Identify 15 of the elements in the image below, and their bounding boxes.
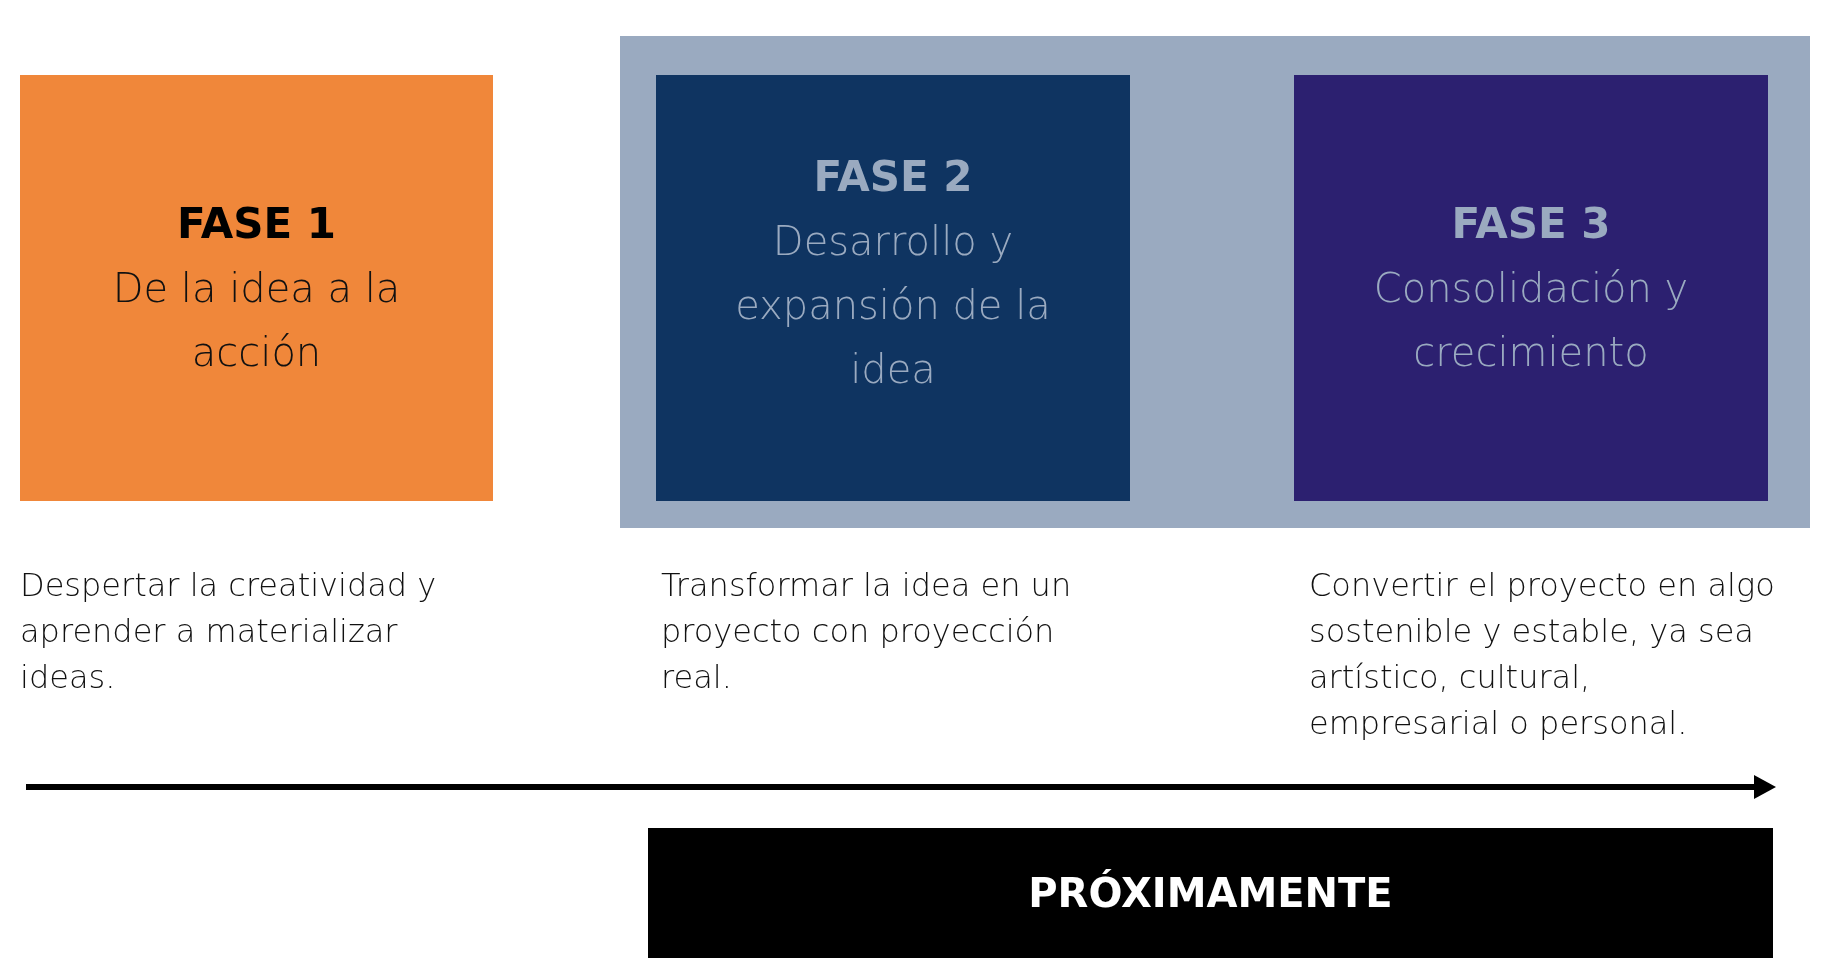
- phase-heading: FASE 2: [813, 151, 973, 203]
- phase-title: De la idea a la acción: [111, 264, 402, 377]
- phase-box: [1294, 75, 1768, 501]
- phase-title: Consolidación y crecimiento: [1372, 264, 1690, 377]
- phase-description: Despertar la creatividad y aprender a materializar ideas.: [20, 565, 438, 698]
- phase-heading: FASE 1: [176, 198, 337, 250]
- banner: [648, 828, 1773, 958]
- background-panel: [620, 36, 1810, 528]
- phase-heading: FASE 3: [1451, 198, 1611, 250]
- banner-text: PRÓXIMAMENTE: [1028, 870, 1393, 916]
- phase-box: [656, 75, 1130, 501]
- phase-description: Transformar la idea en un proyecto con proyección real.: [661, 565, 1073, 698]
- phase-title: Desarrollo y expansión de la idea: [734, 217, 1052, 394]
- phase-box: [20, 75, 493, 501]
- phase-description: Convertir el proyecto en algo sostenible y estable, ya sea artístico, cultural, empresarial o personal.: [1309, 565, 1776, 744]
